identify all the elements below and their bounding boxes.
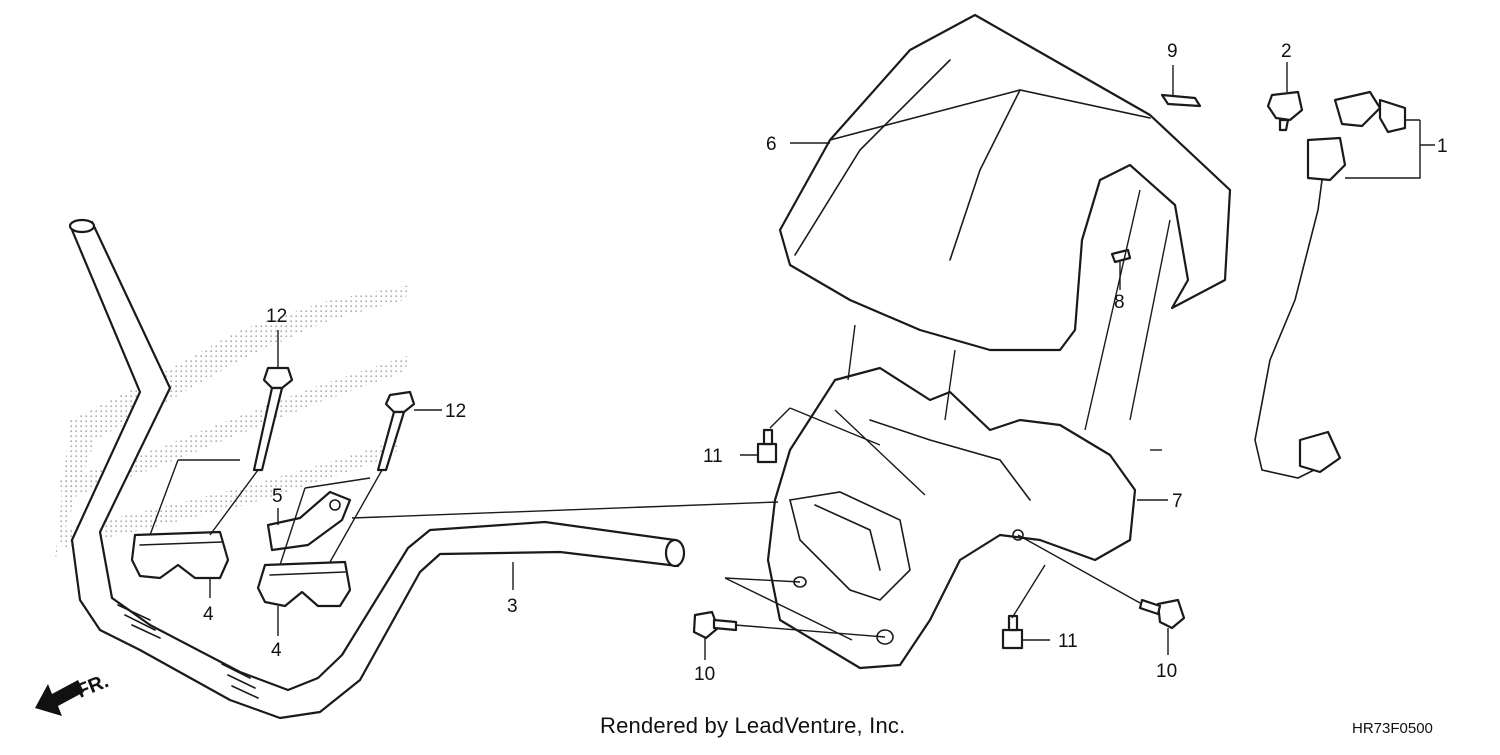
callout-12-right: 12 [445,401,466,422]
diagram-code: HR73F0500 [1352,720,1433,737]
grommet-2 [1266,90,1304,132]
leader-lines [149,62,1435,660]
callout-7: 7 [1172,491,1183,512]
rendered-by-credit: Rendered by LeadVentɹre, Inc. [600,713,905,738]
handlebar-lower-cover [766,366,1137,670]
callout-labels: 1 2 3 4 4 5 6 7 8 9 10 10 11 11 12 12 [203,41,1448,685]
handlebar-upper-cover [778,13,1232,352]
front-direction-label: FR. [74,670,112,702]
handlebar-holder-upper-left [130,530,230,580]
callout-9: 9 [1167,41,1178,62]
clip-9 [1160,93,1202,108]
callout-8: 8 [1114,292,1125,313]
screw-11-left [756,428,778,464]
callout-3: 3 [507,596,518,617]
callout-1: 1 [1437,136,1448,157]
callout-2: 2 [1281,41,1292,62]
bolt-10-right [1138,598,1186,630]
callout-11-right: 11 [1058,631,1078,652]
bolt-12-right [376,390,416,472]
screw-11-right [1001,614,1024,650]
bolt-12-left [252,366,294,472]
callout-12-left: 12 [266,306,287,327]
callout-4-right: 4 [271,640,282,661]
handlebar [68,218,686,720]
bracket-5 [266,490,352,552]
handlebar-holder-upper-right [256,560,352,608]
clip-8 [1110,248,1132,264]
callout-10-right: 10 [1156,661,1177,682]
callout-4-left: 4 [203,604,214,625]
callout-10-left: 10 [694,664,715,685]
brand-wing-watermark-icon [55,285,410,560]
callout-5: 5 [272,486,283,507]
callout-6: 6 [766,134,777,155]
front-direction-arrow-icon: FR. [35,670,112,716]
bolt-10-left [692,610,738,640]
switch-assembly-1 [1254,90,1407,479]
callout-11-left: 11 [703,446,723,467]
